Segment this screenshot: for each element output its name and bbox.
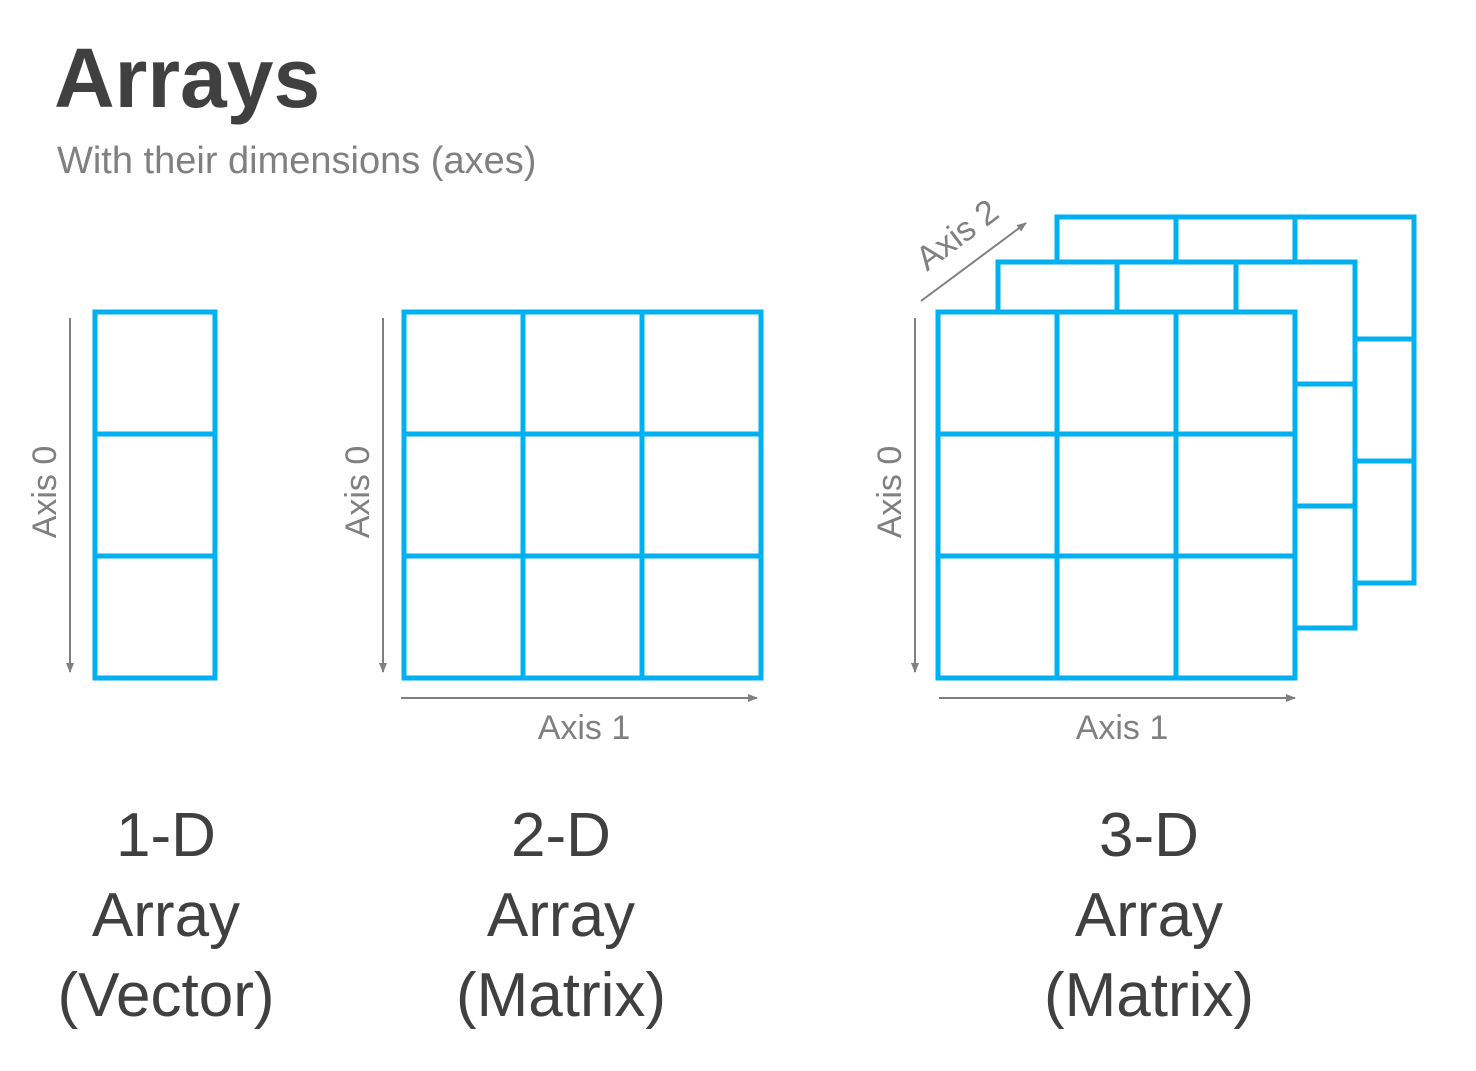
axis-0-label-3d: Axis 0 bbox=[871, 446, 909, 539]
axis-0-label-1d: Axis 0 bbox=[26, 446, 64, 539]
matrix-layer-front bbox=[935, 309, 1298, 681]
axis-1-label-2d: Axis 1 bbox=[538, 709, 631, 747]
page-subtitle: With their dimensions (axes) bbox=[57, 140, 537, 182]
caption-2d: 2-D Array (Matrix) bbox=[361, 796, 761, 1036]
axis-2-label-3d: Axis 2 bbox=[909, 192, 1006, 278]
caption-3d-kind: Array bbox=[1074, 881, 1224, 950]
vector-cell bbox=[92, 431, 218, 559]
caption-1d: 1-D Array (Vector) bbox=[0, 796, 366, 1036]
caption-2d-dim: 2-D bbox=[511, 801, 611, 870]
vector-cell bbox=[92, 553, 218, 681]
caption-2d-kind: Array bbox=[486, 881, 636, 950]
caption-3d-type: (Matrix) bbox=[1043, 961, 1255, 1030]
axis-0-label-2d: Axis 0 bbox=[339, 446, 377, 539]
page-title: Arrays bbox=[54, 31, 321, 125]
matrix-grid bbox=[401, 309, 764, 681]
axis-1-label-3d: Axis 1 bbox=[1076, 709, 1169, 747]
caption-2d-type: (Matrix) bbox=[455, 961, 667, 1030]
vector-grid bbox=[92, 309, 218, 681]
matrix-2d-array: Axis 0 Axis 1 bbox=[339, 309, 764, 747]
caption-3d: 3-D Array (Matrix) bbox=[949, 796, 1349, 1036]
caption-1d-kind: Array bbox=[91, 881, 241, 950]
matrix-layer-back bbox=[1054, 214, 1417, 586]
matrix-3d-array: Axis 0 Axis 1 Axis 2 bbox=[871, 192, 1417, 747]
caption-3d-dim: 3-D bbox=[1099, 801, 1199, 870]
axis-2-arrow-3d bbox=[920, 222, 1027, 302]
matrix-layer-middle bbox=[995, 259, 1358, 631]
caption-1d-dim: 1-D bbox=[116, 801, 216, 870]
vector-cell bbox=[92, 309, 218, 437]
vector-array: Axis 0 bbox=[26, 309, 218, 681]
caption-1d-type: (Vector) bbox=[57, 961, 275, 1030]
